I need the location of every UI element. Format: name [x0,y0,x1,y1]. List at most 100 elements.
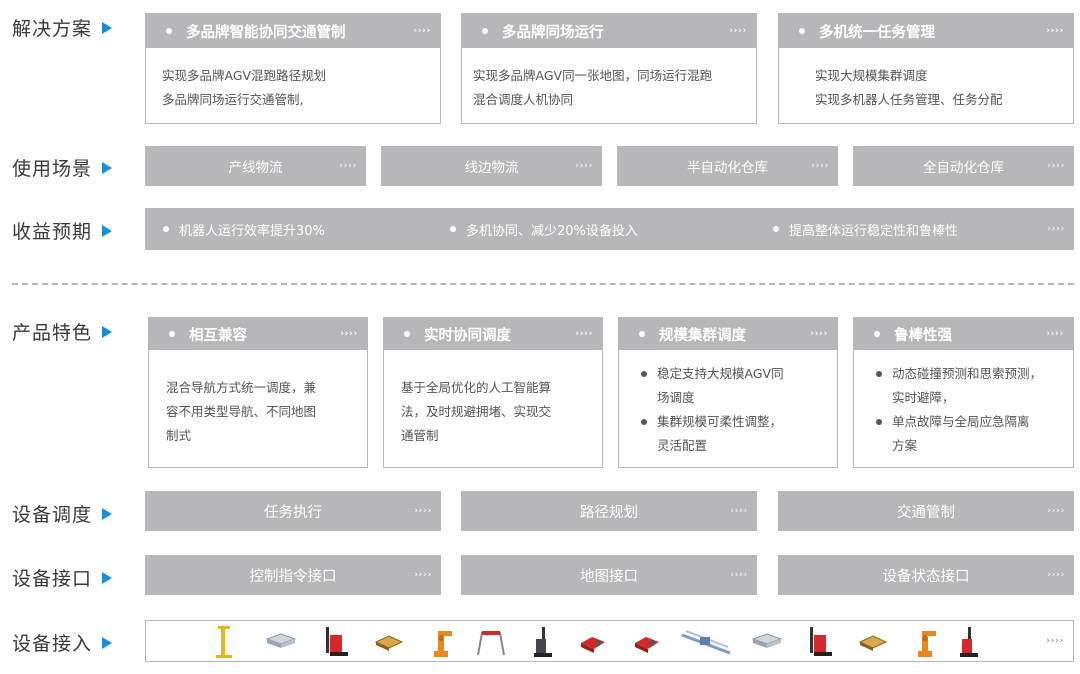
scenario-item: 线边物流›››› [381,146,602,186]
feature-bullet: 稳定支持大规模AGV同场调度 [639,362,837,410]
dispatch-item: 路径规划›››› [461,491,757,531]
benefit-bar: 机器人运行效率提升30% 多机协同、减少20%设备投入 提高整体运行稳定性和鲁棒… [145,208,1074,250]
bullet-dot-icon [639,331,645,337]
bullet-dot-icon [450,226,456,232]
solution-title: 多品牌同场运行 [502,24,604,41]
feature-card-header: 鲁棒性强›››› [854,318,1073,350]
row-label-scenario: 使用场景 [12,154,113,181]
arrows-icon: ›››› [1046,506,1065,516]
bullet-dot-icon [773,226,779,232]
solution-title: 多机统一任务管理 [819,24,935,41]
arrows-icon: ›››› [574,161,593,171]
flat-agv-icon [265,633,297,648]
bullet-dot-icon [482,28,488,34]
row-label-feature: 产品特色 [12,318,113,345]
bullet-dot-icon [799,28,805,34]
arrows-icon: ›››› [1045,26,1064,36]
red-tug-icon [581,637,605,653]
feature-card-header: 规模集群调度›››› [619,318,837,350]
arrows-icon: ›››› [1046,161,1065,171]
arrows-icon: ›››› [574,329,593,339]
solution-title: 多品牌智能协同交通管制 [186,24,346,41]
device-access-strip: ›››› [145,620,1074,662]
arrows-icon: ›››› [412,26,431,36]
dispatch-item: 交通管制›››› [778,491,1074,531]
scenario-item: 半自动化仓库›››› [617,146,838,186]
arrows-icon: ›››› [339,329,358,339]
feature-card: 相互兼容›››› 混合导航方式统一调度，兼 容不用类型导航、不同地图 制式 [148,317,368,468]
row-label-access: 设备接入 [12,629,113,656]
arrows-icon: ›››› [1045,636,1064,646]
feature-bullet: 集群规模可柔性调整，灵活配置 [639,410,837,458]
solution-card-header: 多品牌同场运行 ›››› [462,14,756,48]
bullet-dot-icon [874,331,880,337]
arrows-icon: ›››› [1045,329,1064,339]
pallet-icon [374,635,404,651]
bullet-dot-icon [166,28,172,34]
arrows-icon: ›››› [413,506,432,516]
row-label-benefit: 收益预期 [12,217,113,244]
interface-item: 地图接口›››› [461,555,757,595]
triangle-icon [102,572,113,584]
robot-arm-icon [918,631,936,657]
arrows-icon: ›››› [1046,224,1065,234]
section-divider [12,283,1074,285]
red-tug-icon [635,637,659,653]
feature-body: 稳定支持大规模AGV同场调度 集群规模可柔性调整，灵活配置 [619,362,837,458]
feature-body: 混合导航方式统一调度，兼 容不用类型导航、不同地图 制式 [166,380,317,443]
scenario-item: 全自动化仓库›››› [853,146,1074,186]
solution-card: 多机统一任务管理 ›››› 实现大规模集群调度 实现多机器人任务管理、任务分配 [778,13,1074,124]
solution-body: 实现大规模集群调度 实现多机器人任务管理、任务分配 [815,68,1003,107]
solution-body: 实现多品牌AGV混跑路径规划 多品牌同场运行交通管制, [162,68,327,107]
scenario-item: 产线物流›››› [145,146,366,186]
triangle-icon [102,162,113,174]
triangle-icon [102,637,113,649]
arrows-icon: ›››› [809,329,828,339]
pallet-icon [858,635,888,651]
arrows-icon: ›››› [728,26,747,36]
arrows-icon: ›››› [1046,570,1065,580]
feature-card: 实时协同调度›››› 基于全局优化的人工智能算 法，及时规避拥堵、实现交 通管制 [383,317,603,468]
arrows-icon: ›››› [338,161,357,171]
feature-card: 规模集群调度›››› 稳定支持大规模AGV同场调度 集群规模可柔性调整，灵活配置 [618,317,838,468]
reach-truck-icon [534,627,552,657]
triangle-icon [102,225,113,237]
reach-truck-icon [960,627,978,657]
feature-body: 动态碰撞预测和思索预测，实时避障， 单点故障与全局应急隔离方案 [854,362,1073,458]
interface-item: 控制指令接口›››› [145,555,441,595]
triangle-icon [102,326,113,338]
solution-body: 实现多品牌AGV同一张地图，同场运行混跑 混合调度人机协同 [473,68,713,107]
feature-card: 鲁棒性强›››› 动态碰撞预测和思索预测，实时避障， 单点故障与全局应急隔离方案 [853,317,1074,468]
dispatch-item: 任务执行›››› [145,491,441,531]
benefit-item: 提高整体运行稳定性和鲁棒性 [773,220,958,239]
feature-body: 基于全局优化的人工智能算 法，及时规避拥堵、实现交 通管制 [401,380,552,443]
bullet-dot-icon [404,331,410,337]
feature-bullet: 单点故障与全局应急隔离方案 [874,410,1073,458]
row-label-dispatch: 设备调度 [12,500,113,527]
solution-card: 多品牌同场运行 ›››› 实现多品牌AGV同一张地图，同场运行混跑 混合调度人机协… [461,13,757,124]
row-label-solution: 解决方案 [12,14,113,41]
solution-card-header: 多机统一任务管理 ›››› [779,14,1073,48]
gantry-robot-icon [216,626,232,658]
triangle-icon [102,508,113,520]
feature-bullet: 动态碰撞预测和思索预测，实时避障， [874,362,1073,410]
flat-agv-icon [751,633,783,648]
solution-card-header: 多品牌智能协同交通管制 ›››› [146,14,440,48]
arrows-icon: ›››› [413,570,432,580]
triangle-icon [102,22,113,34]
feature-card-header: 相互兼容›››› [149,318,367,350]
bullet-dot-icon [163,226,169,232]
arrows-icon: ›››› [729,506,748,516]
forklift-agv-icon [326,627,348,656]
benefit-item: 多机协同、减少20%设备投入 [450,220,638,239]
gate-icon [477,631,505,656]
arrows-icon: ›››› [810,161,829,171]
row-label-interface: 设备接口 [12,564,113,591]
conveyor-agv-icon [681,630,731,655]
benefit-item: 机器人运行效率提升30% [163,220,325,239]
interface-item: 设备状态接口›››› [778,555,1074,595]
robot-arm-icon [434,631,452,657]
bullet-dot-icon [169,331,175,337]
feature-card-header: 实时协同调度›››› [384,318,602,350]
forklift-agv-icon [810,627,832,656]
